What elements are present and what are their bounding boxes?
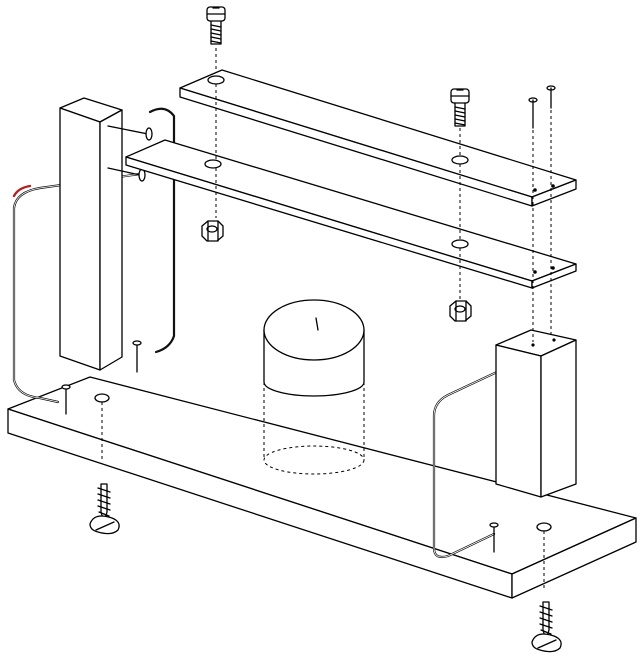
left-post-front [59,107,101,371]
hex-nut [449,300,472,322]
base-board [7,376,637,599]
wire-right [432,370,499,559]
right-post-front [495,344,542,498]
left-post-side [99,109,123,371]
wood-screw [531,601,562,653]
wood-screw [89,483,120,535]
right-post-side [540,339,577,498]
candle-wick [315,317,319,331]
nail [61,340,499,553]
machine-screw [450,88,470,127]
lower-strip [125,139,577,289]
nail [107,125,153,182]
upper-strip [179,69,577,207]
left-post [59,97,123,371]
lower-strip-side [531,263,577,289]
candle-top [263,299,365,361]
hex-nut [201,220,224,242]
machine-screw [206,6,226,45]
wire-left [12,107,176,404]
candle [263,299,365,475]
candle-hidden-bottom [263,445,365,475]
assembly-axes [101,48,552,590]
right-post [495,329,577,498]
candle-visible-body [263,329,365,397]
base-board-side [511,517,637,599]
nail [528,85,556,129]
upper-strip-side [531,179,577,207]
